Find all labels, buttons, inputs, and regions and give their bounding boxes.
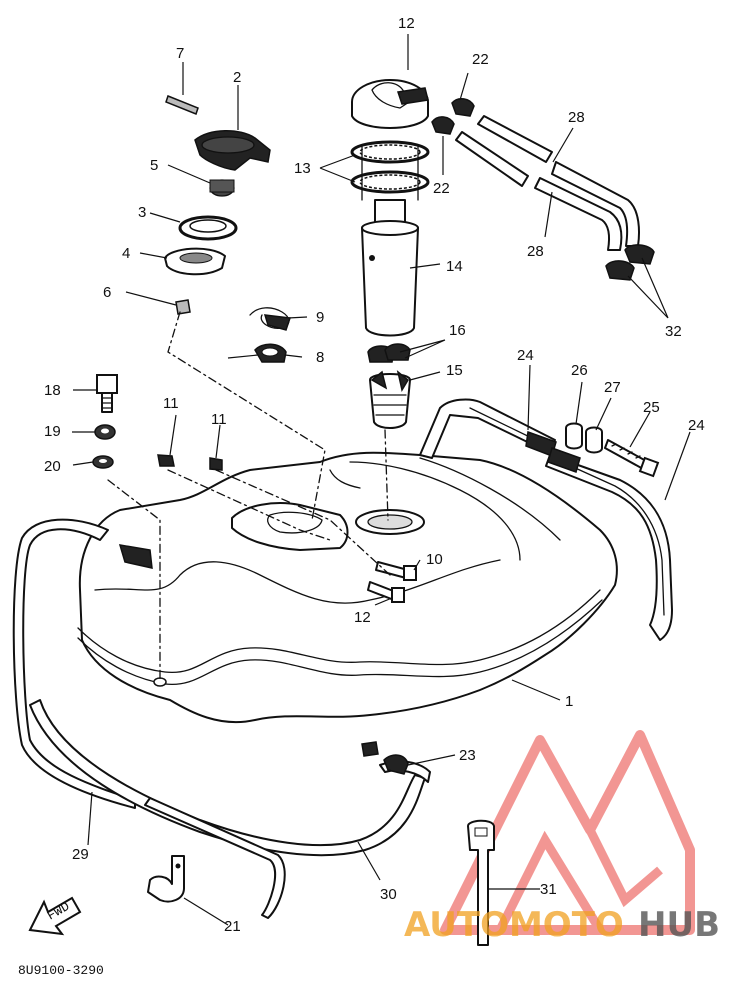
callout-16: 15 [446,362,463,379]
callout-25: 25 [643,399,660,416]
callout-24-right: 24 [688,417,705,434]
callout-19: 19 [44,423,61,440]
part-12-bolt [367,581,405,603]
part-23-clip [361,741,409,775]
callout-20: 20 [44,458,61,475]
part-21-holder [147,855,185,903]
part-27-collar [585,426,603,454]
callout-8: 8 [316,349,324,366]
callout-14: 13 [294,160,311,177]
part-2-cap [194,130,271,171]
callout-3: 3 [138,204,146,221]
part-11-clip-right [209,457,223,471]
part-17-clips [367,343,411,363]
part-13-pump-head [351,79,429,129]
callout-28-top: 28 [568,109,585,126]
part-10-bolt [375,561,417,581]
hose-29 [12,518,136,809]
callout-7: 7 [176,45,184,62]
callout-11-left: 11 [163,395,179,412]
part-16-filter [369,370,411,429]
part-7-pin [165,95,199,115]
part-9-clip [249,307,292,331]
callout-26: 26 [571,362,588,379]
watermark-text: AUTOMOTO HUB [404,905,720,945]
callout-1: 1 [565,693,573,710]
callout-17: 16 [449,322,466,339]
part-5-nut [209,179,235,197]
part-24-bracket-lower [545,447,673,641]
callout-5: 5 [150,157,158,174]
fuel-tank [77,451,618,724]
part-8-fitting [254,343,287,363]
callout-31: 31 [540,881,557,898]
callout-10: 10 [426,551,443,568]
leader-lines [72,34,691,926]
callout-28-bottom: 28 [527,243,544,260]
part-25-bolt [604,439,660,478]
callout-24-top: 24 [517,347,534,364]
part-18-bolt [96,374,118,413]
callout-32: 32 [665,323,682,340]
callout-4: 4 [122,245,130,262]
part-24-bracket-upper [419,398,557,459]
callout-11-right: 11 [211,411,227,428]
part-3-gasket [178,215,238,241]
watermark-text-part2: HUB [638,905,720,945]
part-28-hoses [455,115,640,251]
callout-18: 18 [44,382,61,399]
callout-29: 29 [72,846,89,863]
callout-9: 9 [316,309,324,326]
part-6-clip [175,299,191,315]
part-11-clip-left [157,454,175,467]
callout-30: 30 [380,886,397,903]
callout-22-top: 22 [472,51,489,68]
part-26-collar [565,422,583,450]
callout-15: 14 [446,258,463,275]
callout-6: 6 [103,284,111,301]
part-14-rings [350,140,430,201]
callouts: 7 2 5 3 4 6 9 8 12 13 14 16 15 22 22 28 … [44,15,705,935]
part-20-washer [92,455,114,469]
part-22-clamps [431,98,475,135]
hose-30 [29,699,431,919]
part-15-pump-body [361,199,419,337]
callout-23: 23 [459,747,476,764]
callout-2: 2 [233,69,241,86]
part-4-seat [164,247,226,276]
forward-arrow-icon: FWD [28,896,82,936]
part-31-strap [467,819,495,946]
part-19-washer [94,424,116,440]
watermark-logo [440,730,695,935]
callout-21: 21 [224,918,241,935]
callout-22-bottom: 22 [433,180,450,197]
watermark-text-part1: AUTOMOTO [404,905,624,945]
callout-27: 27 [604,379,621,396]
callout-13: 12 [398,15,415,32]
drawing-code: 8U9100-3290 [18,963,104,978]
callout-12: 12 [354,609,371,626]
